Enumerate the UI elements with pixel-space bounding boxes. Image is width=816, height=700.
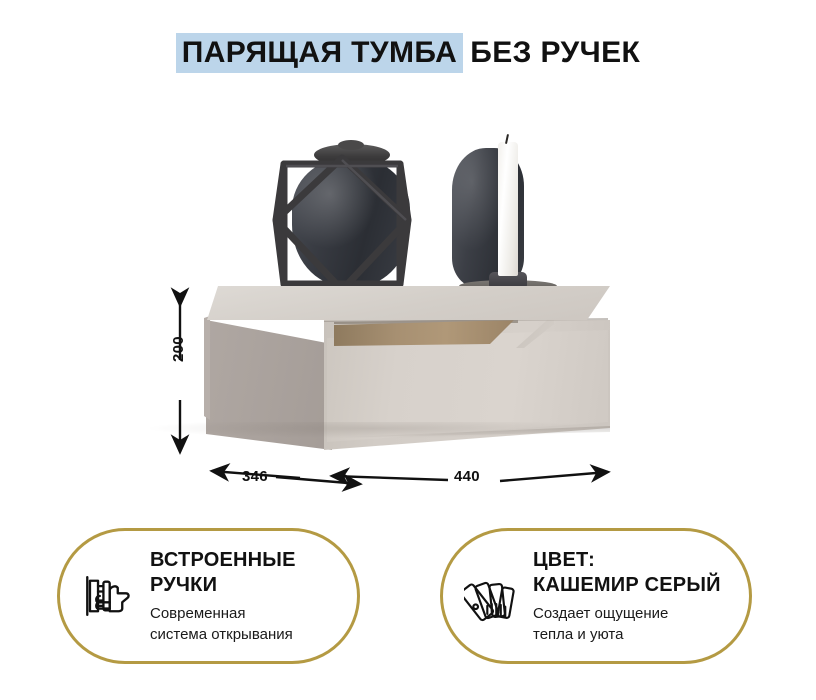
candle-holder-cup [489, 272, 527, 288]
nightstand-cabinet [196, 286, 610, 452]
handle-recess-shadow [334, 319, 518, 324]
color-swatch-fan-icon [461, 567, 519, 625]
integrated-handle-recess [334, 320, 514, 346]
badge-built-in-handles: ВСТРОЕННЫЕ РУЧКИ Современная система отк… [57, 528, 360, 664]
hand-drawer-icon [78, 567, 136, 625]
cabinet-top-surface [207, 286, 610, 320]
page-title-plain: БЕЗ РУЧЕК [470, 36, 641, 69]
badge-color-text: ЦВЕТ: КАШЕМИР СЕРЫЙ Создает ощущение теп… [533, 548, 749, 645]
feature-badges: ВСТРОЕННЫЕ РУЧКИ Современная система отк… [0, 528, 816, 668]
badge-built-in-handles-text: ВСТРОЕННЫЕ РУЧКИ Современная система отк… [150, 548, 357, 645]
drawer-gap-line [324, 318, 608, 322]
white-taper-candle [498, 142, 518, 276]
lantern-glass-vessel [292, 158, 410, 286]
geometric-cage-lantern [262, 140, 422, 296]
lantern-lid-knob [338, 140, 364, 150]
cabinet-side-panel [206, 320, 332, 450]
cabinet-floor-shadow [150, 422, 600, 438]
drawer-front [327, 330, 608, 442]
product-scene [0, 96, 816, 504]
badge-heading: ЦВЕТ: КАШЕМИР СЕРЫЙ [533, 548, 721, 596]
badge-color: ЦВЕТ: КАШЕМИР СЕРЫЙ Создает ощущение теп… [440, 528, 752, 664]
lantern-cage-frame [272, 154, 412, 294]
badge-subtext: Современная система открывания [150, 604, 293, 643]
badge-heading: ВСТРОЕННЫЕ РУЧКИ [150, 548, 296, 596]
page-title-highlight: ПАРЯЩАЯ ТУМБА [175, 33, 464, 73]
badge-subtext: Создает ощущение тепла и уюта [533, 604, 669, 643]
cabinet-side-edge [204, 316, 210, 420]
